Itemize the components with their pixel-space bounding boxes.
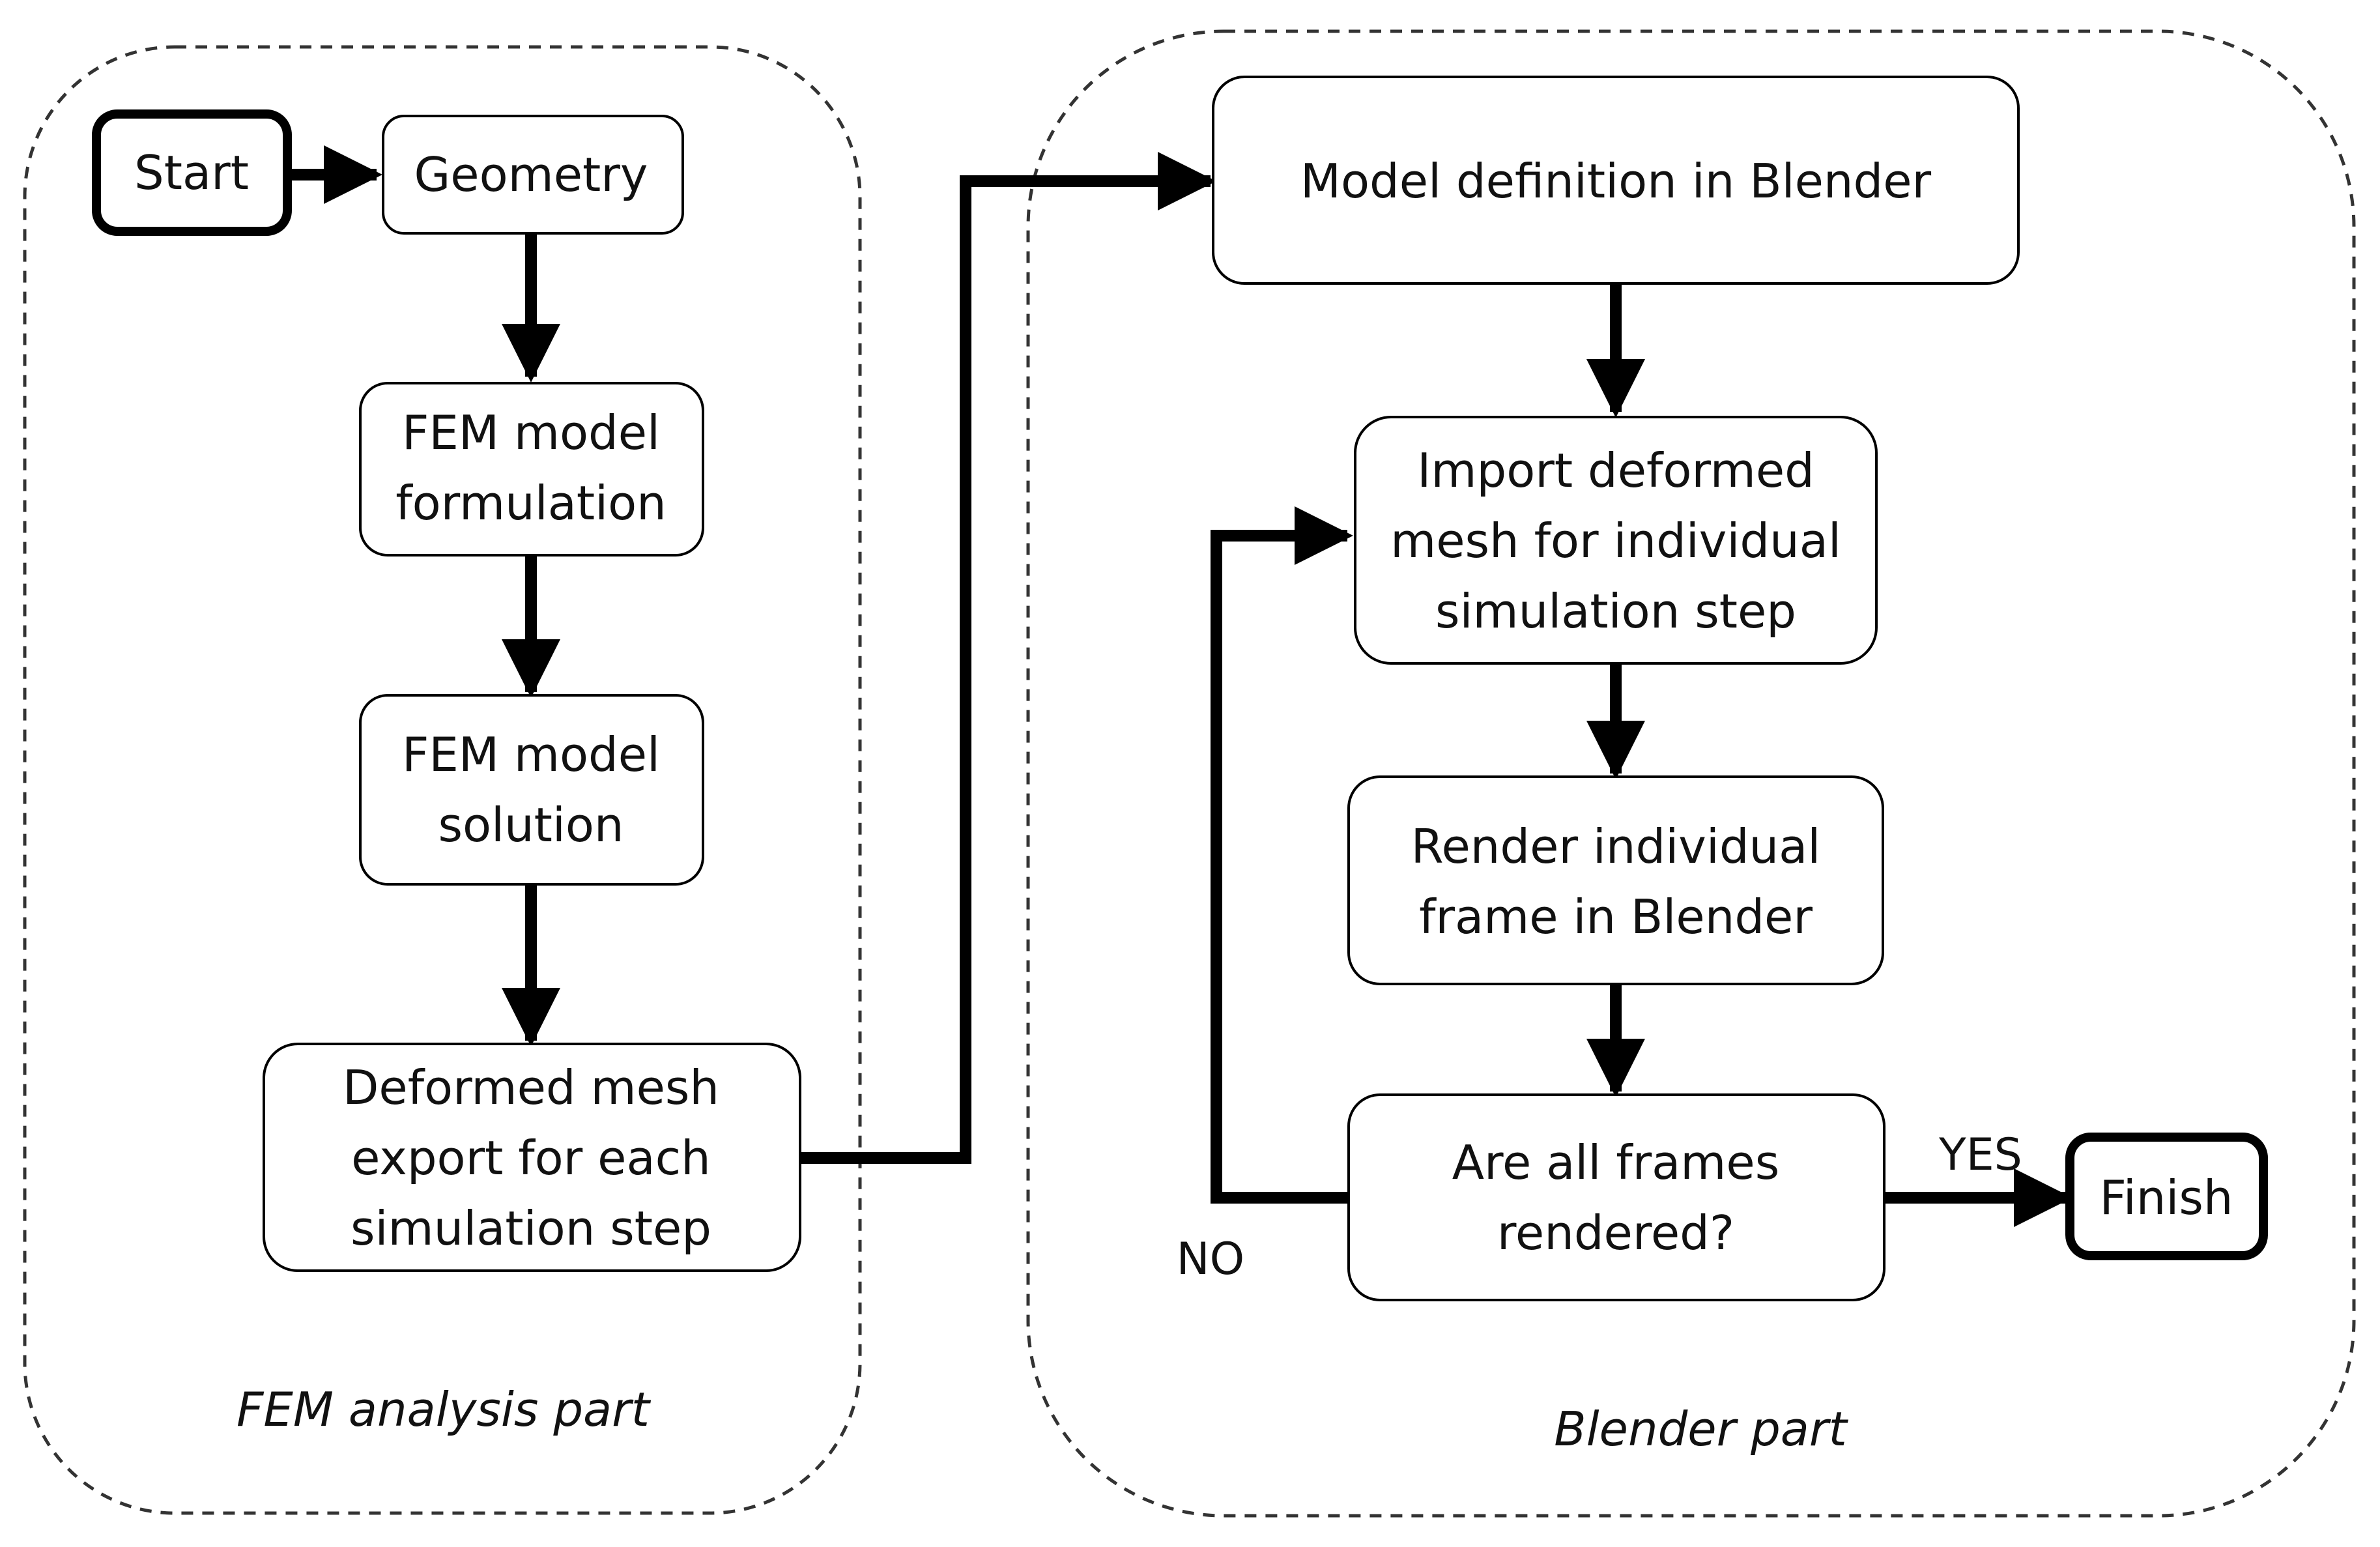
node-label-line: Start bbox=[134, 145, 249, 200]
node-fem-model-formulation: FEM model formulation bbox=[359, 382, 704, 557]
node-fem-model-solution-label: FEM model solution bbox=[402, 727, 660, 852]
yes-label: YES bbox=[1938, 1129, 2022, 1181]
node-label-line: rendered? bbox=[1497, 1206, 1734, 1260]
node-label-line: Geometry bbox=[414, 147, 648, 202]
connectors bbox=[291, 145, 2072, 1227]
node-geometry: Geometry bbox=[382, 115, 684, 235]
node-import-deformed-mesh-label: Import deformed mesh for individual simula… bbox=[1390, 443, 1841, 639]
edge-check-no-loop bbox=[1211, 506, 1353, 1204]
node-fem-model-solution: FEM model solution bbox=[359, 694, 704, 886]
no-label: NO bbox=[1177, 1234, 1244, 1285]
node-label-line: frame in Blender bbox=[1419, 889, 1813, 944]
node-label-line: simulation step bbox=[1435, 584, 1796, 639]
node-label-line: Are all frames bbox=[1452, 1135, 1780, 1190]
blender-group bbox=[1026, 29, 2356, 1518]
node-render-frame-label: Render individual frame in Blender bbox=[1411, 819, 1821, 944]
blender-part-label: Blender part bbox=[1554, 1402, 1848, 1456]
node-deformed-mesh-export: Deformed mesh export for each simulation s… bbox=[263, 1043, 801, 1272]
node-render-frame: Render individual frame in Blender bbox=[1347, 775, 1884, 985]
node-label-line: Deformed mesh bbox=[343, 1060, 719, 1115]
node-label-line: simulation step bbox=[351, 1201, 711, 1256]
node-label-line: solution bbox=[438, 798, 624, 852]
node-label-line: FEM model bbox=[402, 405, 660, 460]
node-label-line: Finish bbox=[2100, 1170, 2233, 1225]
node-deformed-mesh-export-label: Deformed mesh export for each simulation s… bbox=[343, 1060, 719, 1256]
node-model-definition-label: Model definition in Blender bbox=[1300, 154, 1932, 209]
node-are-all-frames-rendered-label: Are all frames rendered? bbox=[1452, 1135, 1780, 1260]
node-label-line: Model definition in Blender bbox=[1300, 154, 1932, 209]
node-model-definition: Model definition in Blender bbox=[1212, 76, 2020, 285]
node-label-line: FEM model bbox=[402, 727, 660, 782]
node-import-deformed-mesh: Import deformed mesh for individual simula… bbox=[1354, 416, 1878, 665]
node-start-label: Start bbox=[134, 145, 249, 200]
node-label-line: export for each bbox=[351, 1131, 711, 1185]
node-fem-model-formulation-label: FEM model formulation bbox=[395, 405, 667, 530]
node-geometry-label: Geometry bbox=[414, 147, 648, 202]
node-label-line: mesh for individual bbox=[1390, 513, 1841, 568]
node-finish-label: Finish bbox=[2100, 1170, 2233, 1225]
node-start: Start bbox=[92, 109, 292, 236]
node-are-all-frames-rendered: Are all frames rendered? bbox=[1347, 1093, 1885, 1301]
node-label-line: Import deformed bbox=[1417, 443, 1814, 498]
fem-analysis-part-label: FEM analysis part bbox=[237, 1382, 652, 1437]
node-label-line: Render individual bbox=[1411, 819, 1821, 874]
edge-export-to-model-definition bbox=[800, 152, 1216, 1164]
fem-analysis-group bbox=[23, 45, 862, 1515]
node-finish: Finish bbox=[2065, 1133, 2268, 1260]
node-label-line: formulation bbox=[395, 476, 667, 530]
